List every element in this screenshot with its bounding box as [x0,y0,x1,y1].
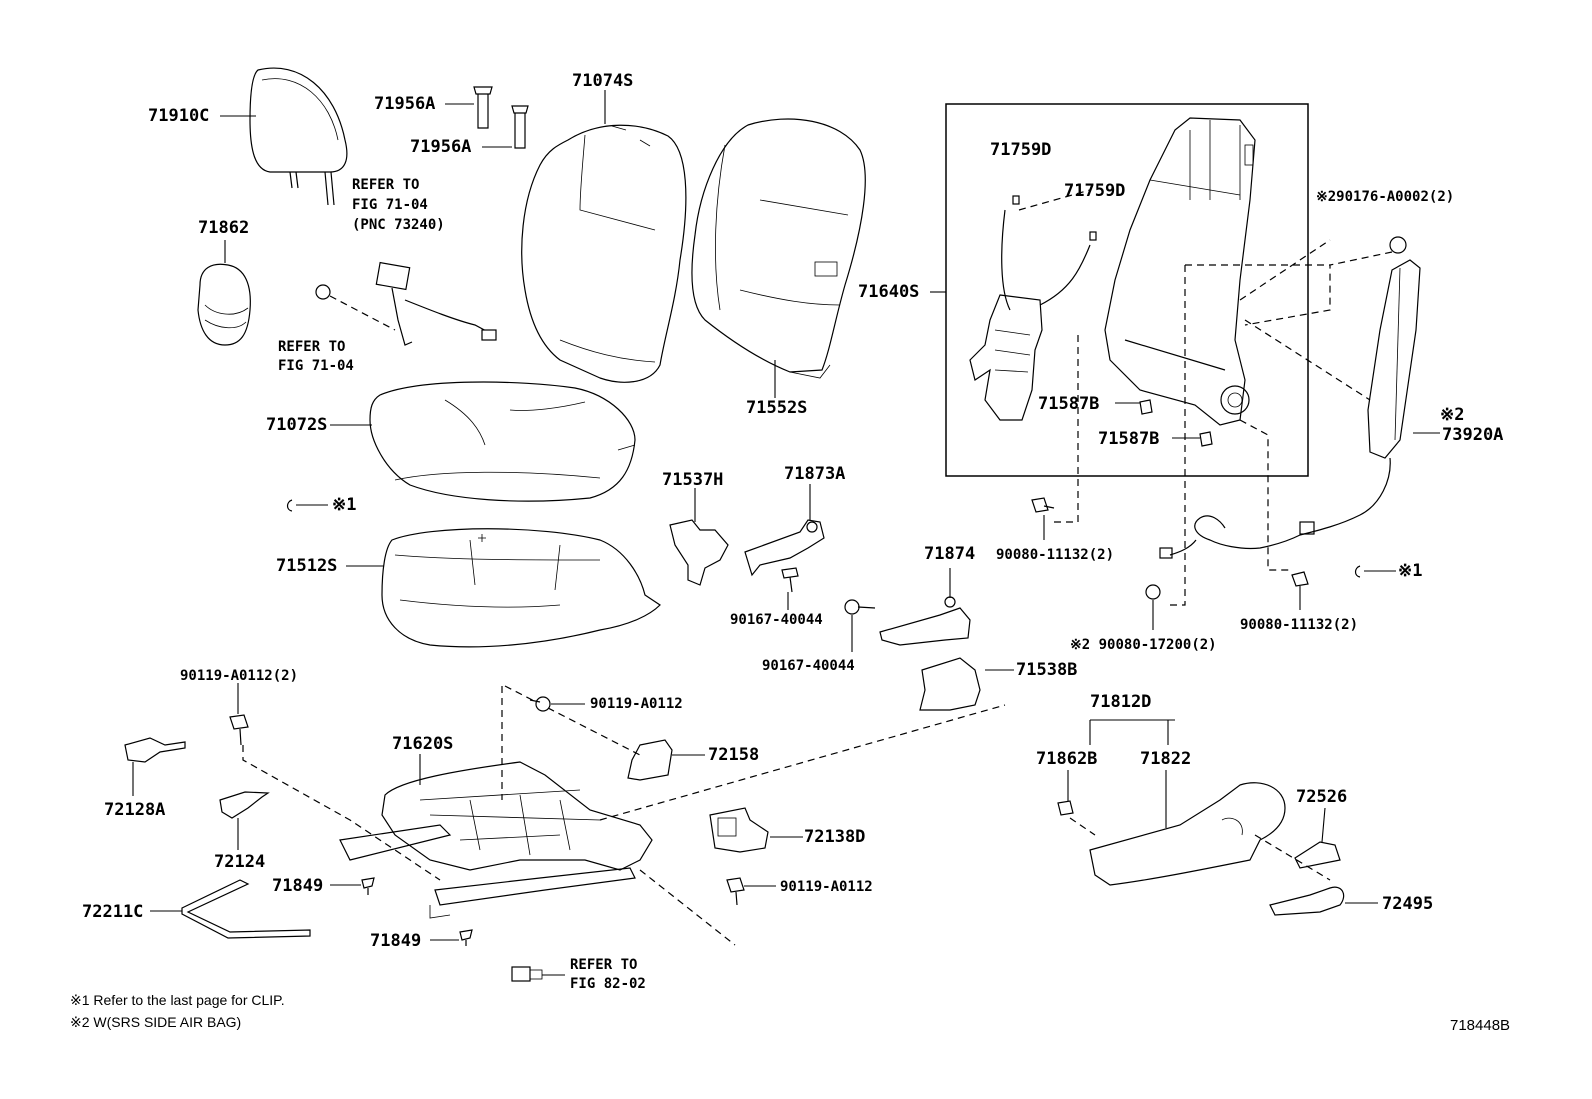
frame-fasteners [1031,236,1407,630]
cover-72526-drawing [1294,807,1341,869]
label-72495: 72495 [1382,894,1434,914]
refer-71-04-line1: REFER TO [352,177,420,193]
mark-x2-90176: ※290176-A0002(2) [1316,189,1455,205]
label-71587B-b: 71587B [1098,429,1160,449]
label-71874: 71874 [924,544,976,564]
cover-72128a-drawing [124,737,186,796]
clip-marker-right [1354,565,1396,578]
label-71849-a: 71849 [272,876,324,896]
label-73920A: 73920A [1442,425,1504,445]
label-71538B: 71538B [1016,660,1078,680]
label-72211C: 72211C [82,902,144,922]
seat-cushion-pad-drawing [346,528,661,648]
label-90167-40044-b: 90167-40044 [762,658,855,674]
label-71074S: 71074S [572,71,634,91]
label-71640S: 71640S [858,282,920,302]
label-90080-17200: 90080-17200(2) [1098,637,1217,653]
label-71620S: 71620S [392,734,454,754]
seatback-pad-drawing [691,118,866,398]
cover-72158-drawing [627,739,705,781]
label-71072S: 71072S [266,415,328,435]
clip-marker-left [286,499,328,512]
wire-72211c-drawing [150,879,311,939]
footnote-airbag: ※2 W(SRS SIDE AIR BAG) [70,1014,242,1030]
cover-72124-drawing [219,791,270,850]
refer-71-04-b-line1: REFER TO [278,339,346,355]
label-72138D: 72138D [804,827,866,847]
cover-72495-drawing [1269,886,1378,916]
label-72158: 72158 [708,745,760,765]
refer-71-04-line2: FIG 71-04 [352,197,428,213]
label-71537H: 71537H [662,470,724,490]
label-71587B-a: 71587B [1038,394,1100,414]
seat-cushion-cover-drawing [330,381,636,502]
label-72526: 72526 [1296,787,1348,807]
label-71956A-lower: 71956A [410,137,472,157]
label-90119-A0112-2: 90119-A0112(2) [180,668,299,684]
screw-90167-drawing [844,599,876,652]
label-90167-40044-a: 90167-40044 [730,612,823,628]
side-airbag-drawing [1159,259,1440,559]
refer-71-04-b-line2: FIG 71-04 [278,358,354,374]
cover-71538b-drawing [919,657,1014,711]
refer-71-04-line3: (PNC 73240) [352,217,445,233]
seat-track-frame-drawing [242,685,1006,946]
label-72128A: 72128A [104,800,166,820]
label-71873A: 71873A [784,464,846,484]
label-71512S: 71512S [276,556,338,576]
bracket-71537h-drawing [669,488,729,586]
seatback-frame-box [930,103,1331,477]
label-71759D-a: 71759D [990,140,1052,160]
refer-82-02-line1: REFER TO [570,957,638,973]
label-90119-A0112-b: 90119-A0112 [780,879,873,895]
bracket-71873a-drawing [744,484,825,610]
label-90080-11132-b: 90080-11132(2) [1240,617,1359,633]
refer-82-02-line2: FIG 82-02 [570,976,646,992]
label-90176-A0002: 90176-A0002(2) [1336,189,1455,205]
cover-71874-drawing [879,568,971,646]
footnote-clip: ※1 Refer to the last page for CLIP. [70,992,285,1008]
side-cover-71812d-drawing [1057,719,1331,886]
headrest-drawing [220,67,348,206]
label-90119-A0112-a: 90119-A0112 [590,696,683,712]
label-71552S: 71552S [746,398,808,418]
label-71812D: 71812D [1090,692,1152,712]
mark-x2-airbag: ※2 [1440,405,1465,425]
label-90080-11132-a: 90080-11132(2) [996,547,1115,563]
armrest-knob-drawing [197,240,251,346]
headrest-guides-drawing [445,86,529,149]
mark-x2-90080-17200: ※2 90080-17200(2) [1070,637,1217,653]
label-71759D-b: 71759D [1064,181,1126,201]
label-71862: 71862 [198,218,250,238]
label-71862B: 71862B [1036,749,1098,769]
mark-x1-right: ※1 [1398,561,1423,581]
label-71849-b: 71849 [370,931,422,951]
seatbelt-buckle-drawing [315,261,497,346]
label-71822: 71822 [1140,749,1192,769]
label-71956A-upper: 71956A [374,94,436,114]
diagram-id: 718448B [1450,1017,1511,1034]
seatback-cover-drawing [521,90,687,383]
small-fasteners [229,683,776,946]
cover-72138d-drawing [709,807,803,853]
label-72124: 72124 [214,852,266,872]
mark-x1-left: ※1 [332,495,357,515]
label-71910C: 71910C [148,106,210,126]
connector-drawing [511,966,565,982]
